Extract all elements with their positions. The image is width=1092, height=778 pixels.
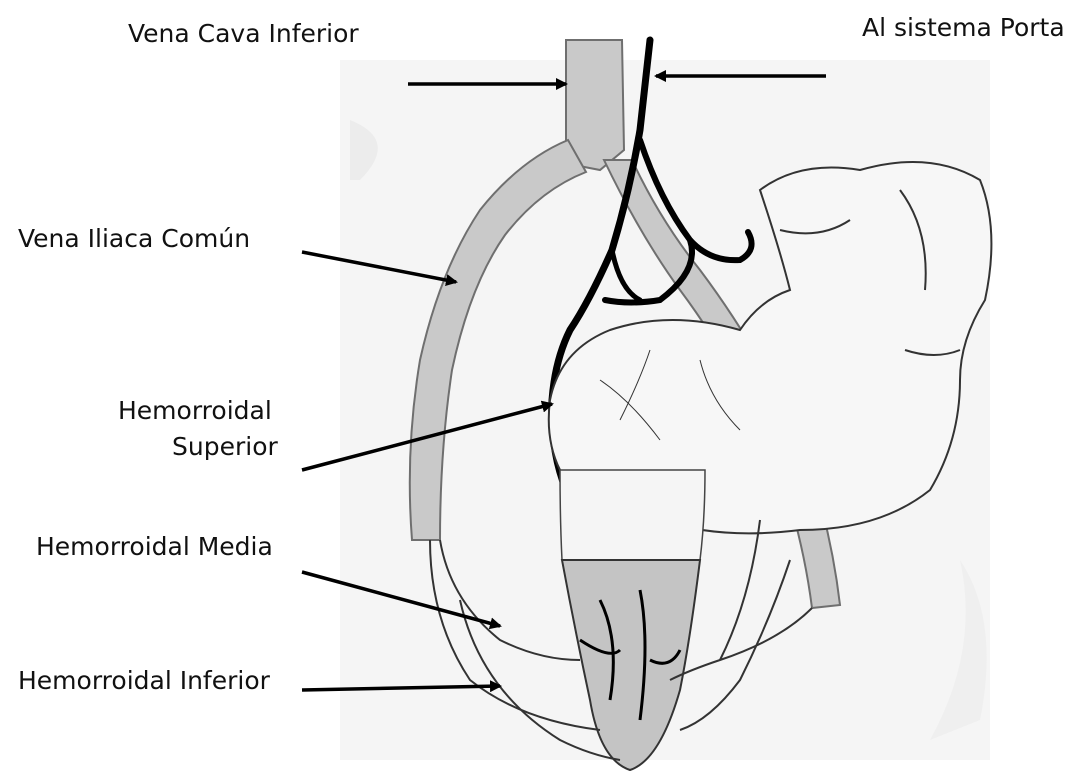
- label-vena-iliaca-comun: Vena Iliaca Común: [18, 224, 250, 254]
- label-hemorroidal-inferior: Hemorroidal Inferior: [18, 666, 270, 696]
- label-sistema-porta: Al sistema Porta: [862, 13, 1065, 43]
- label-hemorroidal-superior-line2: Superior: [172, 432, 278, 462]
- label-vena-cava-inferior: Vena Cava Inferior: [128, 19, 359, 49]
- label-hemorroidal-superior-line1: Hemorroidal: [118, 396, 272, 426]
- label-hemorroidal-media: Hemorroidal Media: [36, 532, 273, 562]
